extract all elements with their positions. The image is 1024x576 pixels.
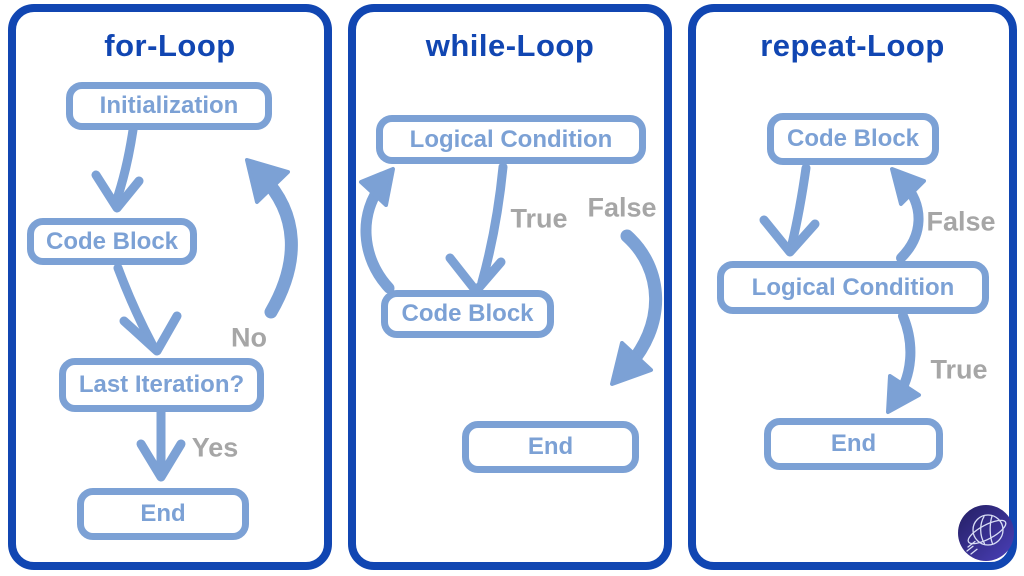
node-while-end: End [462, 421, 639, 473]
node-while-code-block: Code Block [381, 290, 554, 338]
panel-title-while-loop: while-Loop [425, 28, 595, 63]
node-repeat-end: End [764, 418, 943, 470]
node-repeat-logical-condition: Logical Condition [717, 261, 989, 314]
node-last-iteration: Last Iteration? [59, 358, 264, 412]
node-repeat-code-block: Code Block [767, 113, 939, 165]
edge-label-no: No [231, 322, 267, 353]
edge-label-yes: Yes [191, 432, 239, 463]
edge-label-repeat-false: False [926, 206, 996, 237]
globe-logo-icon [958, 505, 1014, 561]
edge-label-while-true: True [510, 203, 568, 234]
edge-label-repeat-true: True [930, 354, 988, 385]
panel-title-for-loop: for-Loop [104, 28, 236, 63]
node-for-code-block: Code Block [27, 218, 197, 265]
edge-label-while-false: False [587, 192, 657, 223]
panel-title-repeat-loop: repeat-Loop [760, 28, 945, 63]
node-for-end: End [77, 488, 249, 540]
node-initialization: Initialization [66, 82, 272, 130]
panel-while-loop: while-Loop [348, 4, 672, 570]
node-while-logical-condition: Logical Condition [376, 115, 646, 164]
